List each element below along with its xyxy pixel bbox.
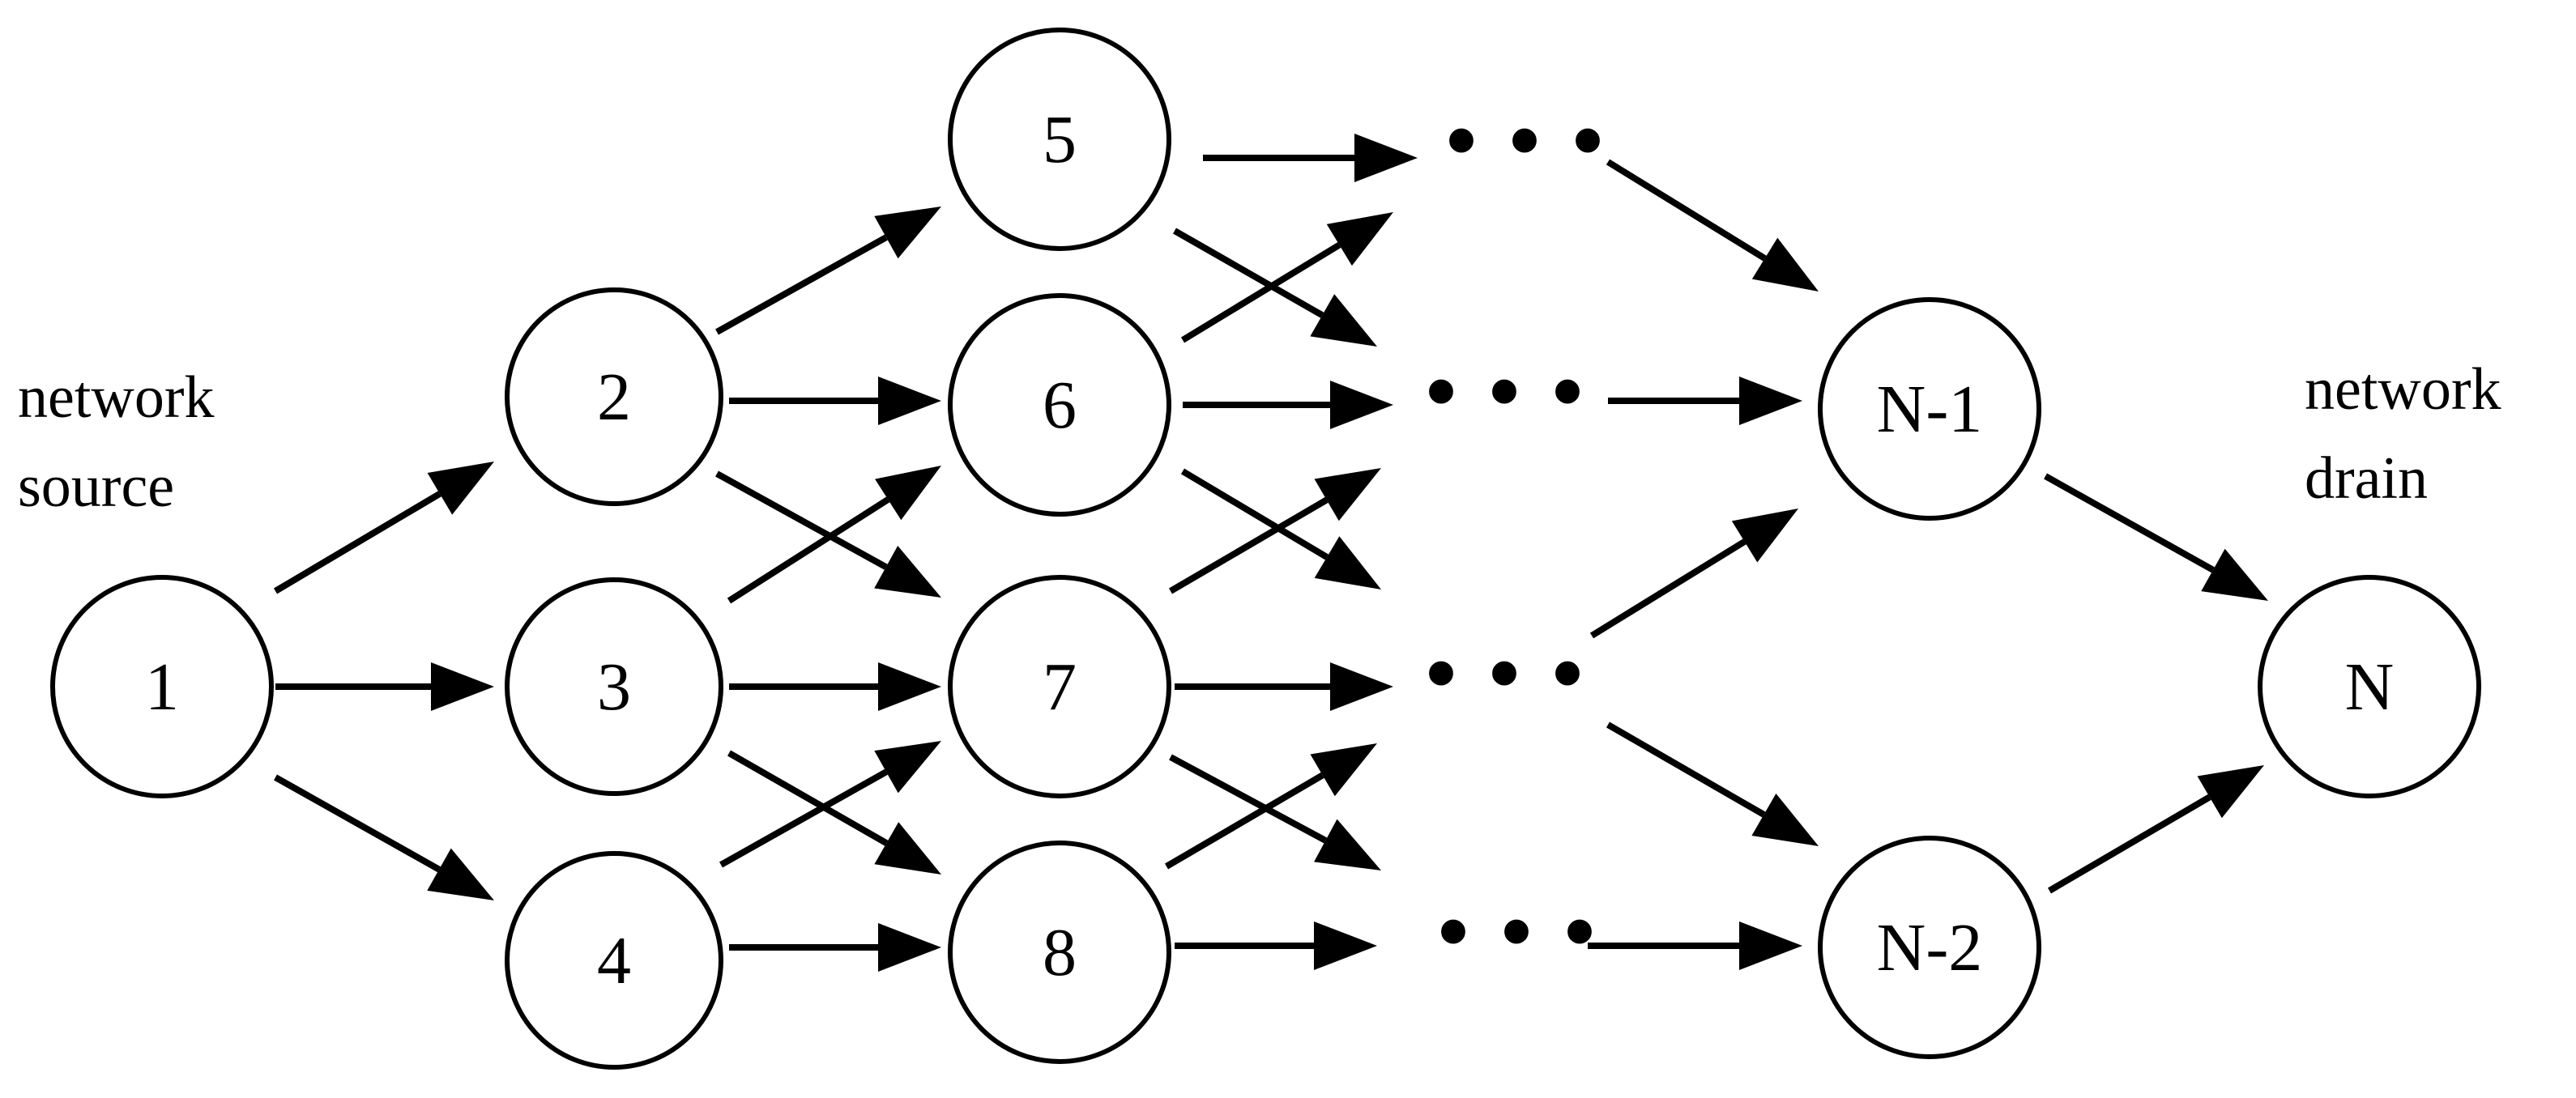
edge-2-5-arrowhead <box>874 206 941 259</box>
node-4-label: 4 <box>597 923 631 998</box>
edges-group <box>273 134 2268 972</box>
edge-8-out-2-arrowhead <box>1314 921 1377 970</box>
node-n: N <box>2258 575 2481 798</box>
node-2: 2 <box>505 287 723 506</box>
edge-2-5-line <box>715 234 888 335</box>
edge-3-8-line <box>727 750 889 846</box>
edge-7-out-1-arrowhead <box>1314 468 1381 521</box>
edge-1-2-line <box>273 491 441 594</box>
edge-dots1-n1-arrowhead <box>1751 237 1819 292</box>
source-label-line2: source <box>18 453 174 520</box>
edge-7-out-1-line <box>1168 496 1329 594</box>
edge-n1-n-line <box>2044 473 2215 573</box>
edge-1-2-arrowhead <box>427 462 494 515</box>
node-4: 4 <box>505 851 723 1070</box>
drain-label-line1: network <box>2305 356 2501 423</box>
edge-3-8-arrowhead <box>874 822 941 875</box>
edge-4-7-line <box>719 768 888 868</box>
edge-dots1-n1-line <box>1606 159 1767 262</box>
node-6-label: 6 <box>1043 368 1077 443</box>
source-label-line1: network <box>18 364 215 431</box>
edge-7-out-3-line <box>1169 754 1328 844</box>
edge-dots3-n2-line <box>1606 721 1766 818</box>
edge-6-out-3-arrowhead <box>1314 536 1381 589</box>
node-8: 8 <box>948 841 1171 1064</box>
edge-dots3-n2-arrowhead <box>1751 794 1819 846</box>
ellipsis-row-3: • • • <box>1426 623 1589 722</box>
edge-dots4-n2-arrowhead <box>1739 921 1802 970</box>
node-1-label: 1 <box>145 649 179 725</box>
edge-2-6-arrowhead <box>878 377 941 425</box>
ellipsis-row-1: • • • <box>1446 91 1609 189</box>
edge-5-out-2-line <box>1173 228 1324 318</box>
edge-6-out-1-line <box>1180 242 1341 343</box>
drain-label-line2: drain <box>2305 445 2428 512</box>
node-n-minus-2: N-2 <box>1818 836 2041 1059</box>
edge-n1-n-arrowhead <box>2201 548 2268 601</box>
node-n-minus-1: N-1 <box>1818 297 2041 521</box>
edge-6-out-2-arrowhead <box>1330 381 1393 429</box>
edge-2-7-line <box>715 470 888 570</box>
edge-dots3-n1-arrowhead <box>1731 509 1798 563</box>
edge-3-7-arrowhead <box>878 662 941 711</box>
edge-6-out-1-arrowhead <box>1326 212 1393 266</box>
node-3-label: 3 <box>597 649 631 725</box>
edge-7-out-2-arrowhead <box>1330 662 1393 711</box>
edge-2-7-arrowhead <box>874 546 941 598</box>
node-n-minus-1-label: N-1 <box>1877 372 1983 447</box>
edge-dots2-n1-arrowhead <box>1739 377 1802 425</box>
edge-5-out-1-arrowhead <box>1354 134 1418 182</box>
edge-n2-n-line <box>2047 794 2211 894</box>
ellipsis-row-4: • • • <box>1438 882 1601 981</box>
edge-n2-n-arrowhead <box>2197 765 2264 819</box>
edge-4-8-arrowhead <box>878 923 941 972</box>
edge-1-4-arrowhead <box>427 848 494 900</box>
edge-3-6-line <box>727 496 890 604</box>
edge-6-out-3-line <box>1180 468 1329 560</box>
edge-dots3-n1-line <box>1589 538 1746 639</box>
edge-5-out-2-arrowhead <box>1310 294 1377 347</box>
edge-4-7-arrowhead <box>874 741 941 794</box>
node-6: 6 <box>948 293 1171 517</box>
node-8-label: 8 <box>1043 915 1077 990</box>
edge-3-6-arrowhead <box>875 466 941 521</box>
node-5-label: 5 <box>1043 102 1077 177</box>
node-5: 5 <box>948 28 1171 251</box>
edge-1-3-arrowhead <box>431 662 494 711</box>
node-n-label: N <box>2345 649 2395 725</box>
node-7: 7 <box>948 575 1171 798</box>
node-n-minus-2-label: N-2 <box>1877 910 1983 985</box>
edge-1-4-line <box>274 774 441 873</box>
node-2-label: 2 <box>597 360 631 435</box>
ellipsis-row-2: • • • <box>1426 342 1589 440</box>
edge-8-out-1-arrowhead <box>1310 743 1377 797</box>
edge-7-out-3-arrowhead <box>1314 819 1381 870</box>
edge-8-out-1-line <box>1164 772 1324 870</box>
node-3: 3 <box>505 577 723 796</box>
node-1: 1 <box>50 575 274 798</box>
node-7-label: 7 <box>1043 649 1077 725</box>
